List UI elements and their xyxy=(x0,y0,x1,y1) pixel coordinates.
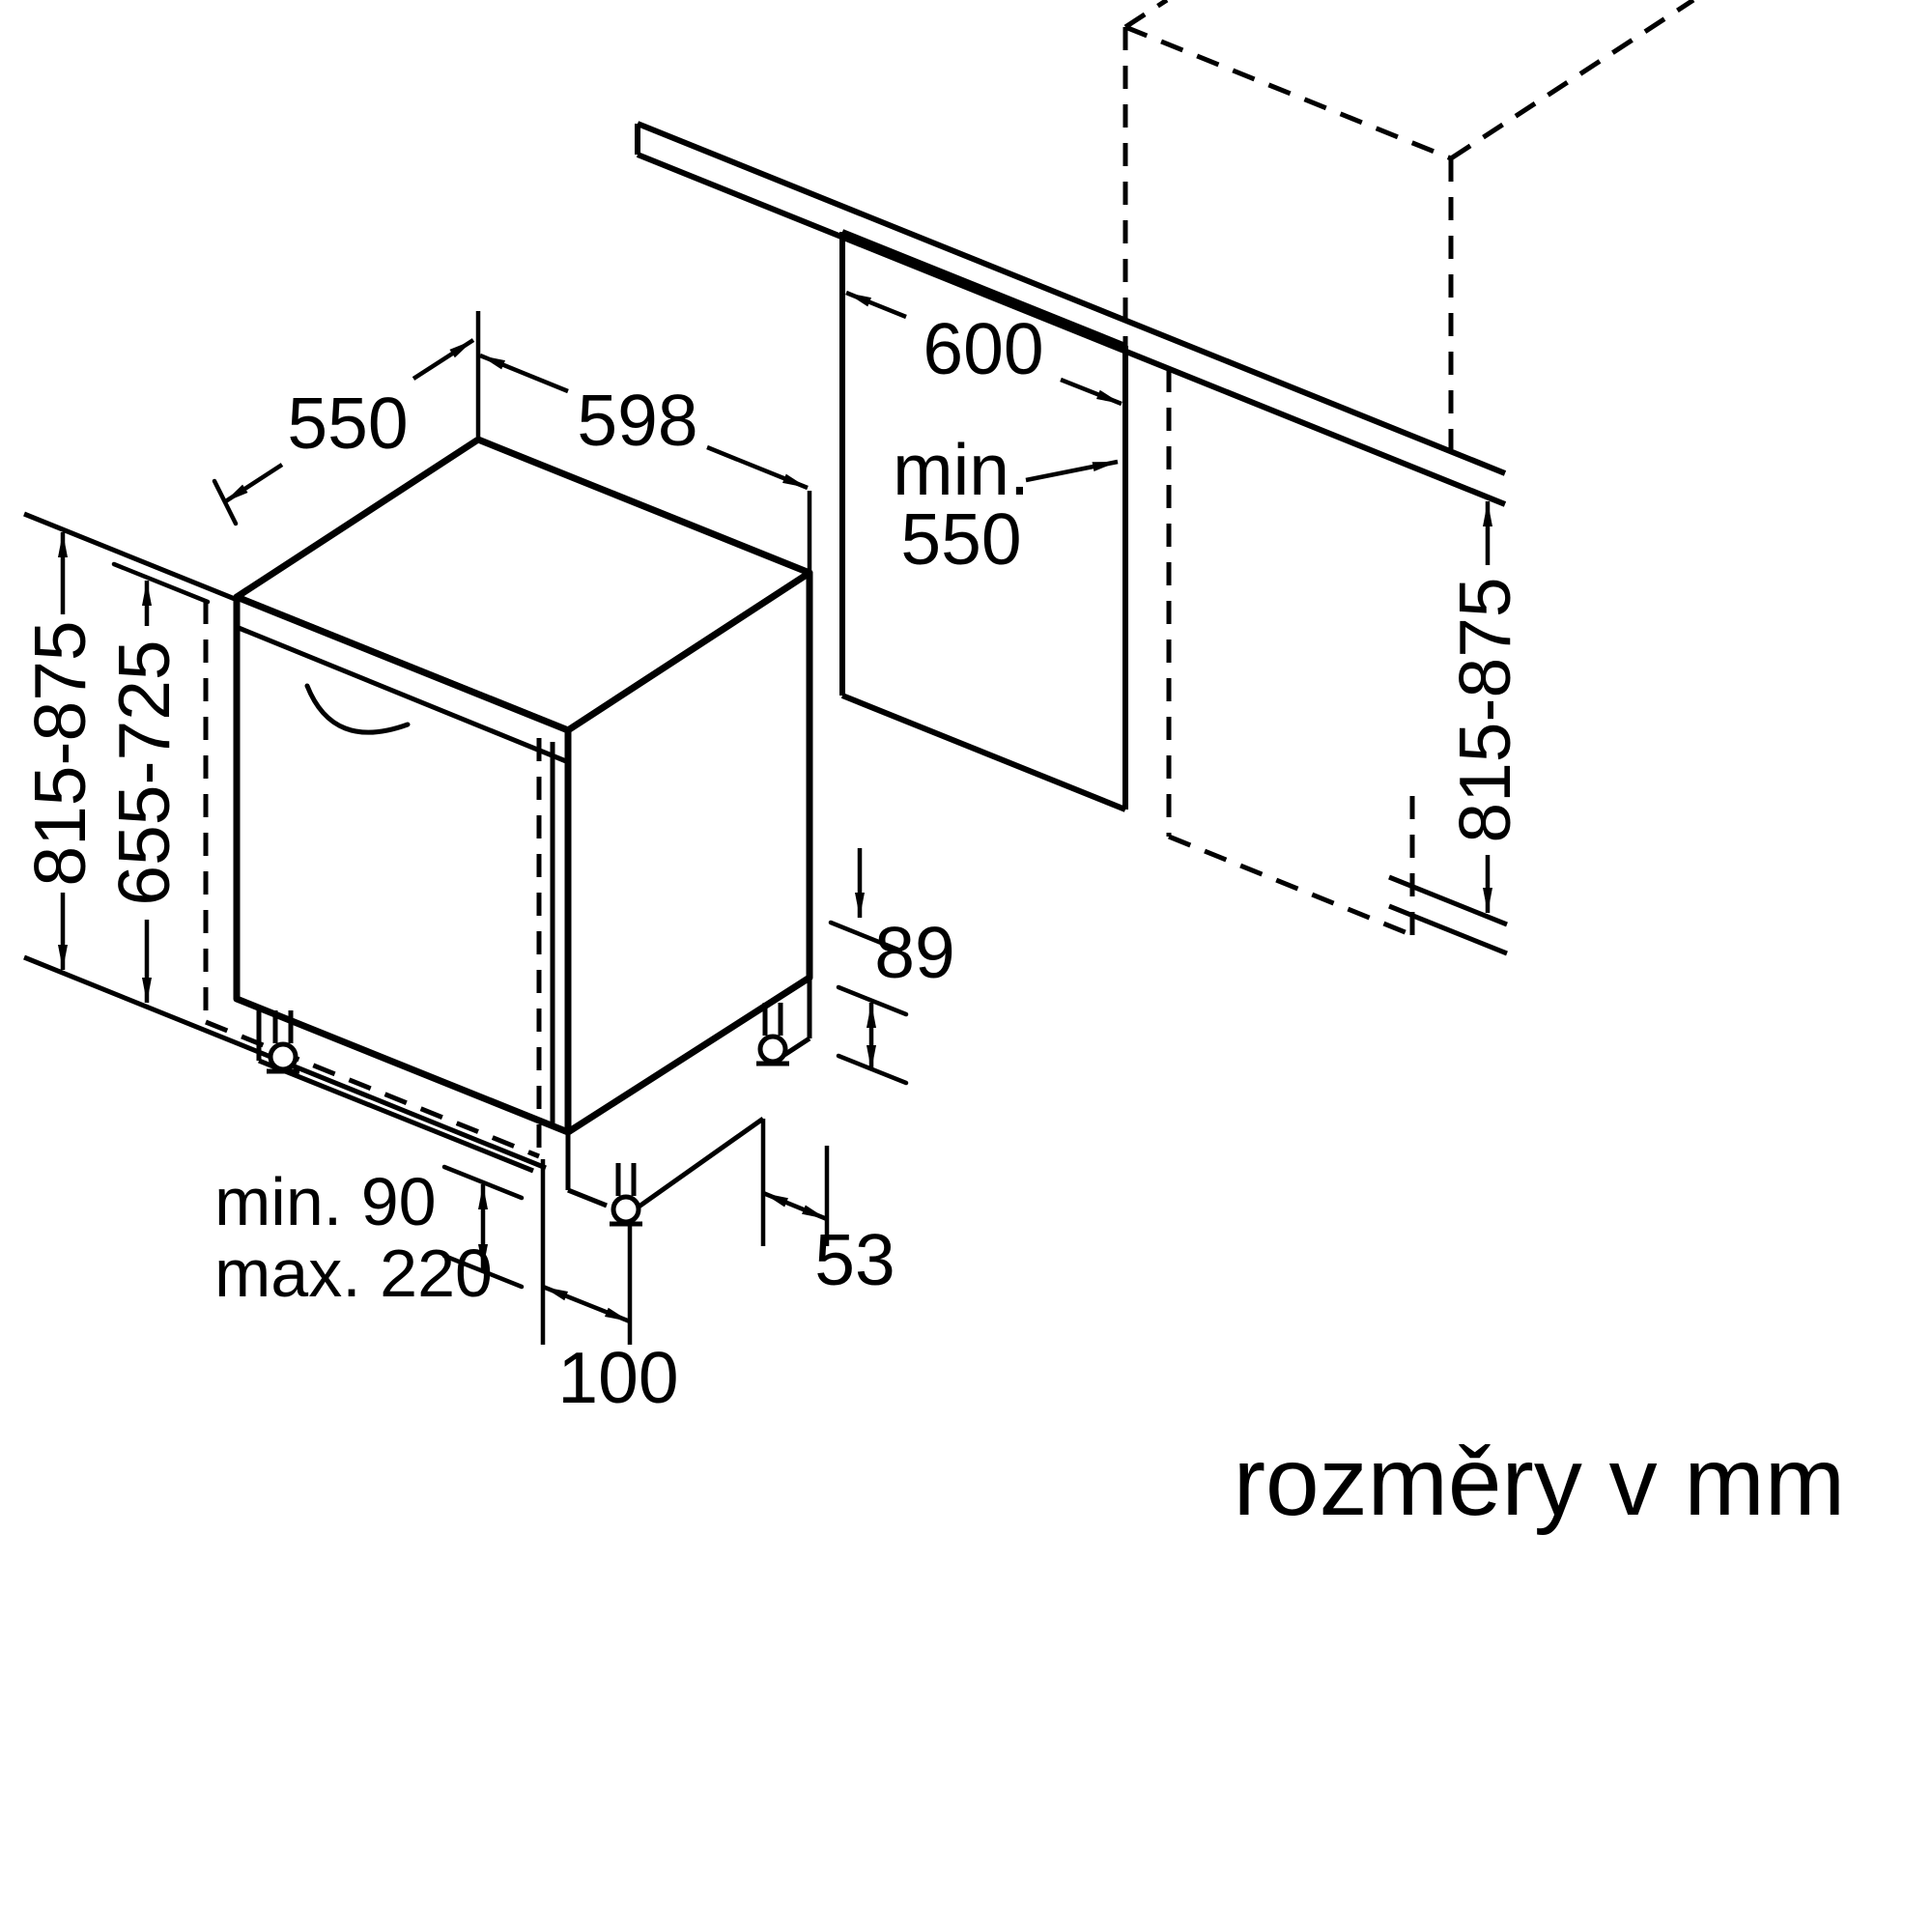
dimension-598-width: 598 xyxy=(479,353,812,576)
dim-plinth-max-label: max. 220 xyxy=(214,1236,493,1311)
upper-cabinet-dashed xyxy=(1122,0,1695,449)
dim-550-depth-label: 550 xyxy=(287,383,408,464)
dimension-100-plinth-depth: 100 xyxy=(540,1159,679,1418)
dimension-600-counter-depth: 600 xyxy=(845,290,1122,407)
adjustable-feet xyxy=(267,1003,789,1227)
niche-side-panel xyxy=(839,229,1128,812)
floor-line-right xyxy=(1388,874,1508,956)
dimension-plinth-height: min. 90 max. 220 xyxy=(214,1164,525,1311)
worktop-line xyxy=(635,121,1507,507)
dim-min-550-label-2: 550 xyxy=(900,498,1021,580)
dimension-53-front: 53 xyxy=(760,1119,895,1300)
niche-dashed xyxy=(1166,369,1415,938)
unit-note: rozměry v mm xyxy=(1234,1428,1845,1536)
dim-door-height-label: 655-725 xyxy=(103,639,185,905)
foot-front-icon xyxy=(611,1194,641,1225)
dim-plinth-min-label: min. 90 xyxy=(214,1164,437,1239)
foot-left-icon xyxy=(268,1041,298,1072)
dim-600-label: 600 xyxy=(923,308,1043,389)
dim-height-total-label: 815-875 xyxy=(19,620,100,886)
dim-niche-height-label: 815-875 xyxy=(1444,577,1525,842)
dimension-min-550-niche: min. 550 xyxy=(893,429,1119,580)
dimension-655-725-door: 655-725 xyxy=(103,561,211,1003)
door-handle-icon xyxy=(304,683,411,735)
dishwasher-body xyxy=(203,436,813,1227)
plinth-base xyxy=(256,978,812,1210)
dim-min-550-label-1: min. xyxy=(893,429,1030,510)
dimension-550-depth: 550 xyxy=(212,311,481,526)
dim-100-label: 100 xyxy=(557,1337,678,1418)
dim-598-width-label: 598 xyxy=(577,380,697,461)
dimension-89-rear: 89 xyxy=(828,848,955,1086)
dim-89-label: 89 xyxy=(874,912,954,993)
dimension-815-875-right: 815-875 xyxy=(1444,501,1525,913)
dim-53-label: 53 xyxy=(814,1219,895,1300)
foot-rear-icon xyxy=(757,1034,788,1065)
dimension-815-875-left: 815-875 xyxy=(19,532,100,970)
